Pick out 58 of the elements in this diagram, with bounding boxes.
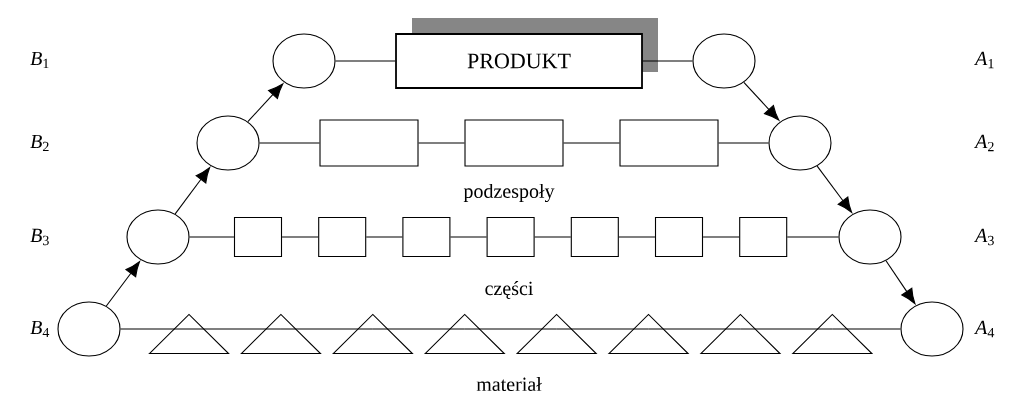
rectangle	[654, 216, 704, 258]
level-label: podzespoły	[463, 183, 555, 203]
connector-line	[188, 328, 282, 330]
connector-line	[372, 328, 466, 330]
rectangle	[233, 216, 283, 258]
circle	[272, 33, 336, 89]
connector-line	[280, 328, 374, 330]
triangle	[148, 313, 230, 355]
connector-line	[642, 60, 693, 62]
connector-line	[120, 328, 190, 330]
level-label: części	[485, 281, 534, 299]
connector-line	[831, 328, 901, 330]
circle	[692, 33, 756, 89]
circle	[900, 301, 964, 357]
row-label: A$_{3}$	[974, 228, 994, 246]
rectangle	[486, 216, 535, 258]
connector-line	[418, 142, 465, 144]
rectangle	[319, 119, 419, 167]
connector-line	[647, 328, 741, 330]
connector-line	[464, 328, 558, 330]
connector-line	[563, 142, 620, 144]
product-box: PRODUKT	[395, 18, 658, 89]
rectangle	[570, 216, 619, 258]
arrow	[247, 83, 284, 123]
connector-line	[449, 236, 488, 238]
circle	[57, 301, 121, 357]
rectangle	[402, 216, 451, 258]
connector-line	[786, 236, 839, 238]
arrow	[105, 261, 140, 307]
rectangle	[464, 119, 564, 167]
level-label: materiał	[476, 376, 542, 392]
arrow	[816, 165, 853, 213]
row-label: B$_{2}$	[30, 134, 49, 152]
connector-line	[189, 236, 235, 238]
arrow	[743, 81, 780, 121]
row-label: B$_{3}$	[30, 228, 49, 246]
rectangle	[739, 216, 788, 258]
connector-line	[618, 236, 656, 238]
rectangle	[318, 216, 367, 258]
circle	[196, 115, 260, 171]
connector-line	[259, 142, 320, 144]
arrow	[174, 167, 211, 215]
connector-line	[534, 236, 572, 238]
circle	[126, 209, 190, 265]
connector-line	[365, 236, 403, 238]
connector-line	[739, 328, 833, 330]
arrow	[885, 260, 916, 305]
connector-line	[718, 142, 769, 144]
row-label: B$_{1}$	[30, 51, 49, 69]
connector-line	[281, 236, 319, 238]
connector-line	[335, 60, 396, 62]
row-label: A$_{1}$	[974, 51, 994, 69]
row-label: A$_{2}$	[974, 134, 994, 152]
circle	[838, 209, 902, 265]
connector-line	[702, 236, 740, 238]
rectangle	[619, 119, 719, 167]
connector-line	[556, 328, 650, 330]
circle	[768, 115, 832, 171]
